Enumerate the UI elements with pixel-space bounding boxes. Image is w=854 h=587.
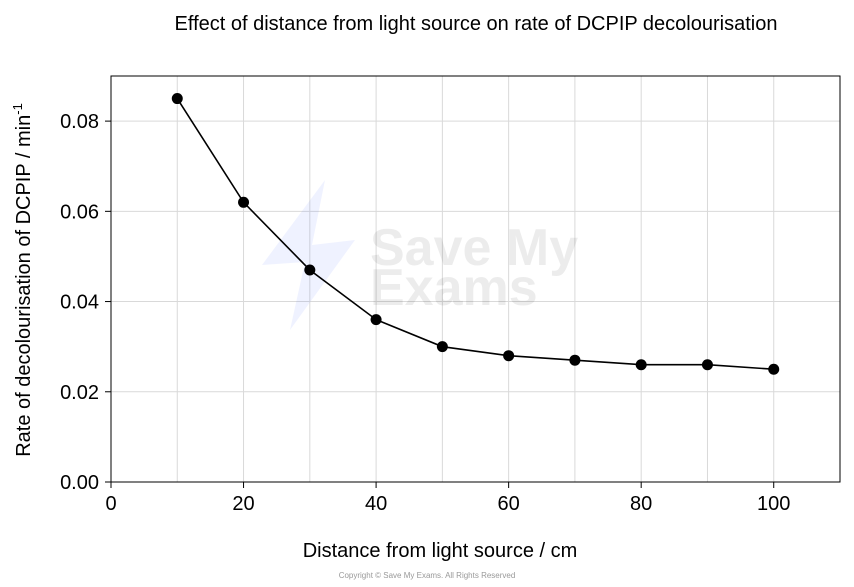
ticks: 0 20 40 60 80 100 0.00 0.02 0.04 0.06 0.08 xyxy=(60,111,790,515)
x-tick-label: 20 xyxy=(232,493,254,515)
watermark-bolt-icon xyxy=(262,180,355,330)
y-axis-label: Rate of decolourisation of DCPIP / min-1 xyxy=(10,103,35,457)
grid xyxy=(110,76,840,482)
x-tick-label: 60 xyxy=(498,493,520,515)
y-tick-label: 0.00 xyxy=(60,472,99,494)
series xyxy=(171,93,780,375)
copyright-footer: Copyright © Save My Exams. All Rights Re… xyxy=(339,571,516,580)
plot-frame xyxy=(110,75,841,483)
data-point xyxy=(238,196,250,208)
data-point xyxy=(171,93,183,105)
data-point xyxy=(701,359,713,371)
x-tick-label: 80 xyxy=(630,493,652,515)
y-tick-label: 0.08 xyxy=(60,111,99,133)
data-point xyxy=(304,264,316,276)
data-point xyxy=(768,363,780,375)
data-point xyxy=(370,314,382,326)
series-line xyxy=(176,98,774,371)
y-tick-label: 0.04 xyxy=(60,292,99,314)
svg-text:Exams: Exams xyxy=(370,259,538,317)
x-tick-label: 40 xyxy=(365,493,387,515)
x-tick-label: 100 xyxy=(757,493,790,515)
y-tick-label: 0.06 xyxy=(60,201,99,223)
data-point xyxy=(569,354,581,366)
data-point xyxy=(635,359,647,371)
watermark: Save My Exams xyxy=(262,180,578,330)
watermark-text: Save My xyxy=(370,219,578,277)
data-point xyxy=(503,350,515,362)
x-axis-label: Distance from light source / cm xyxy=(303,540,578,562)
chart-title: Effect of distance from light source on … xyxy=(175,13,778,35)
y-tick-label: 0.02 xyxy=(60,382,99,404)
data-point xyxy=(436,341,448,353)
x-tick-label: 0 xyxy=(105,493,116,515)
